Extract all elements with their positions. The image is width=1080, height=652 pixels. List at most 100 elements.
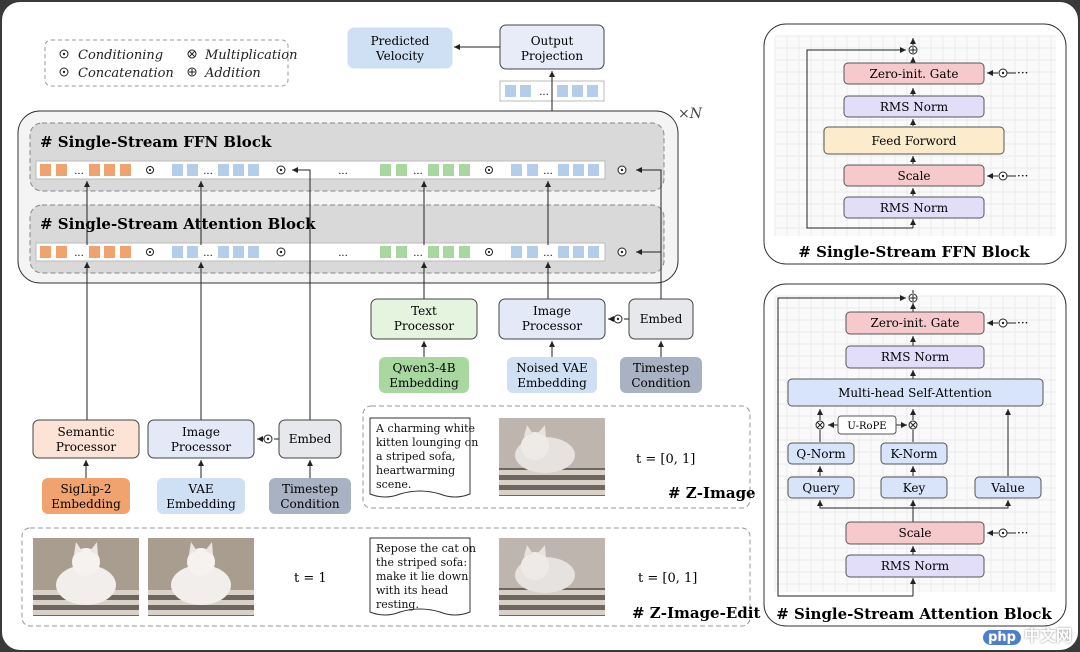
noised-vae-line2: Embedding (517, 376, 587, 390)
token (573, 164, 584, 176)
attn-value-label: Value (990, 481, 1024, 495)
ffn-detail-title: # Single-Stream FFN Block (798, 243, 1030, 261)
text-processor-box (370, 298, 478, 340)
ffn-rms-norm-2-box (843, 196, 985, 219)
z-image-edit-example-box (21, 527, 751, 627)
attn-key-box (880, 476, 948, 499)
token (380, 164, 391, 176)
edit-cat-photo-2 (148, 538, 254, 616)
token-ellipsis: ... (338, 248, 348, 259)
ffn-zero-gate-label: Zero-init. Gate (870, 67, 959, 81)
noised-vae-box (507, 357, 597, 393)
concat-op-dot (487, 250, 491, 254)
predicted-velocity-box (347, 27, 453, 69)
edit-t-label-2: t = [0, 1] (638, 571, 697, 586)
predicted-velocity-line1: Predicted (371, 34, 430, 48)
attn-key-label: Key (903, 481, 926, 495)
ffn-block-title: # Single-Stream FFN Block (40, 133, 272, 151)
image-processor-left-line1: Image (182, 425, 220, 439)
ffn-rms-norm-2-label: RMS Norm (880, 201, 949, 215)
z-image-prompt-line1: A charming white (375, 422, 475, 435)
token-ellipsis: ... (338, 166, 348, 177)
token (120, 246, 131, 258)
z-image-t-label: t = [0, 1] (636, 452, 695, 467)
image-processor-left-box (147, 419, 255, 459)
token (588, 246, 599, 258)
edit-prompt-line5: resting. (376, 598, 419, 611)
edit-prompt-line4: with its head (376, 584, 448, 597)
attn-cond-ellipsis-1: ··· (1017, 316, 1028, 330)
timestep-condition-box (620, 357, 702, 393)
vae-embedding-line2: Embedding (166, 497, 236, 511)
ffn-zero-gate-box (843, 62, 985, 85)
attn-rms-norm-2-box (845, 554, 985, 578)
token (56, 246, 67, 258)
token (172, 164, 183, 176)
image-processor-left-line2: Processor (171, 440, 231, 454)
edit-prompt-line2: the striped sofa: (376, 556, 467, 569)
edit-prompt-line1: Repose the cat on (376, 542, 476, 555)
legend-box (44, 39, 289, 87)
token (104, 164, 115, 176)
token (428, 164, 439, 176)
semantic-processor-line2: Processor (56, 440, 116, 454)
token-ellipsis: ... (203, 166, 213, 177)
attn-rms-norm-1-label: RMS Norm (881, 350, 950, 364)
token (459, 164, 470, 176)
timestep-condition-left-box (269, 478, 351, 514)
token (248, 164, 259, 176)
z-image-prompt-line3: a striped sofa, (376, 450, 455, 463)
attn-q-norm-box (787, 442, 855, 465)
token-ellipsis: ... (413, 166, 423, 177)
edit-cat-photo-3 (499, 538, 605, 616)
attn-mhsa-label: Multi-head Self-Attention (838, 386, 992, 400)
token (104, 246, 115, 258)
token (443, 164, 454, 176)
ffn-cond-ellipsis-1: ··· (1017, 66, 1028, 80)
attn-k-norm-label: K-Norm (891, 447, 939, 461)
timestep-condition-left-line1: Timestep (282, 482, 338, 496)
ffn-feed-forward-label: Feed Forword (872, 134, 957, 148)
attn-query-box (787, 476, 855, 499)
attn-zero-gate-box (845, 311, 985, 335)
z-image-prompt-line5: scene. (376, 478, 411, 491)
token (218, 164, 229, 176)
watermark-php: php (983, 630, 1021, 645)
siglip-embedding-line1: SigLip-2 (61, 482, 112, 496)
legend-concatenation: Concatenation (78, 66, 174, 81)
ffn-rms-norm-1-box (843, 95, 985, 118)
token (396, 164, 407, 176)
attn-rms-norm-1-box (845, 345, 985, 369)
attn-scale-label: Scale (898, 526, 931, 540)
edit-prompt-line3: make it lie down (376, 570, 468, 583)
token (573, 246, 584, 258)
text-processor-line1: Text (411, 304, 437, 318)
z-image-prompt-line4: heartwarming (376, 464, 455, 477)
siglip-embedding-line2: Embedding (51, 497, 121, 511)
ffn-cond-ellipsis-2: ··· (1017, 169, 1028, 183)
concat-op-dot (148, 250, 152, 254)
token (89, 164, 100, 176)
attn-query-label: Query (802, 481, 839, 495)
ffn-token-row: ............... (35, 160, 606, 180)
ffn-scale-label: Scale (897, 169, 930, 183)
attn-cond-ellipsis-2: ··· (1017, 526, 1028, 540)
vae-embedding-box (157, 478, 245, 514)
attn-value-box (974, 476, 1042, 499)
watermark-cn: 中文网 (1023, 626, 1072, 645)
attn-urope-box (837, 415, 897, 435)
predicted-velocity-line2: Velocity (375, 49, 424, 63)
qwen-embedding-line1: Qwen3-4B (392, 361, 455, 375)
token-ellipsis: ... (74, 248, 84, 259)
token (396, 246, 407, 258)
embed-label: Embed (640, 312, 683, 326)
output-projection-line2: Projection (521, 49, 583, 63)
token (187, 246, 198, 258)
attn-q-norm-label: Q-Norm (796, 447, 846, 461)
siglip-embedding-box (42, 478, 130, 514)
z-image-example-box (362, 405, 751, 509)
legend-multiplication: Multiplication (204, 48, 297, 63)
timestep-condition-left-line2: Condition (280, 497, 340, 511)
output-projection-line1: Output (531, 34, 574, 48)
